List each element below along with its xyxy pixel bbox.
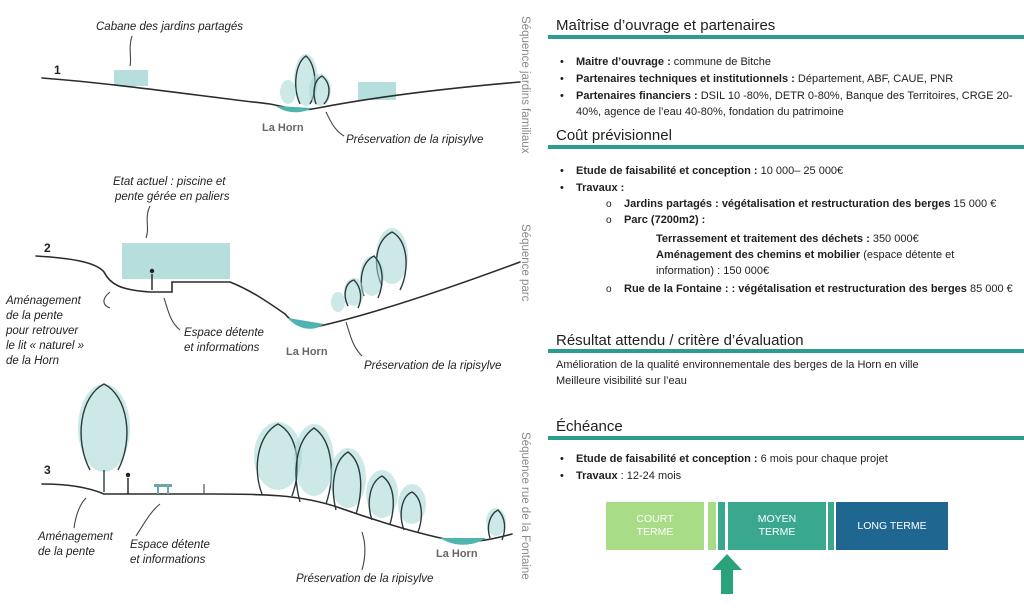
section-3-number: 3 <box>44 463 51 477</box>
vertical-label-1: Séquence jardins familiaux <box>519 16 531 154</box>
label-amenagement-2d: le lit « naturel » <box>6 340 84 352</box>
section-2: 2 Etat actuel : piscine et pente gérée e… <box>5 176 531 372</box>
section-divider-maitrise <box>548 35 1024 39</box>
timeline-long-terme: LONG TERME <box>836 502 948 550</box>
ground-line-2 <box>35 255 521 328</box>
river-label-2: La Horn <box>286 346 328 358</box>
label-cabane: Cabane des jardins partagés <box>96 21 243 33</box>
building-block <box>358 82 396 100</box>
cout-jardins: Jardins partagés : végétalisation et res… <box>624 198 997 210</box>
section-title-cout: Coût prévisionnel <box>556 127 672 144</box>
section-title-maitrise: Maîtrise d’ouvrage et partenaires <box>556 17 776 34</box>
river-2 <box>288 318 324 329</box>
label-ripisylve-3: Préservation de la ripisylve <box>296 573 433 585</box>
cout-etude: Etude de faisabilité et conception : 10 … <box>576 165 844 177</box>
label-amenagement-2a: Aménagement <box>5 295 82 307</box>
cout-chemins-cont: information) : 150 000€ <box>656 265 770 277</box>
vertical-label-3: Séquence rue de la Fontaine <box>519 432 531 580</box>
piscine-block <box>122 243 230 279</box>
cout-travaux: Travaux : <box>576 182 625 194</box>
label-etat-2: pente gérée en paliers <box>114 191 230 203</box>
maitre-ouvrage: Maitre d’ouvrage : commune de Bitche <box>576 56 772 68</box>
label-amenagement-2c: pour retrouver <box>5 325 79 337</box>
section-divider-echeance <box>548 436 1024 440</box>
vertical-label-2: Séquence parc <box>519 224 531 302</box>
river-3 <box>440 538 486 545</box>
cout-terrassement: Terrassement et traitement des déchets :… <box>656 233 919 245</box>
echeance-travaux: Travaux : 12-24 mois <box>576 470 682 482</box>
partenaires-techniques: Partenaires techniques et institutionnel… <box>576 73 954 85</box>
section-3: 3 Aménagement de la pente Espace détente… <box>37 383 531 585</box>
label-etat-1: Etat actuel : piscine et <box>113 176 226 188</box>
echeance-etude: Etude de faisabilité et conception : 6 m… <box>576 453 888 465</box>
resultat-line-1: Amélioration de la qualité environnement… <box>556 359 919 371</box>
label-amenagement-3a: Aménagement <box>37 531 114 543</box>
section-divider-cout <box>548 145 1024 149</box>
cout-parc: Parc (7200m2) : <box>624 214 706 226</box>
label-espace-2a: Espace détente <box>184 327 264 339</box>
cout-chemins: Aménagement des chemins et mobilier (esp… <box>656 249 955 261</box>
label-amenagement-3b: de la pente <box>38 546 95 558</box>
section-title-echeance: Échéance <box>556 418 623 435</box>
section-2-number: 2 <box>44 241 51 255</box>
partenaires-financiers: Partenaires financiers : DSIL 10 -80%, D… <box>576 90 1013 102</box>
river-1 <box>276 106 312 113</box>
cout-fontaine: Rue de la Fontaine : : végétalisation et… <box>624 283 1013 295</box>
label-espace-2b: et informations <box>184 342 260 354</box>
timeline-sep-3 <box>828 502 834 550</box>
river-label-3: La Horn <box>436 548 478 560</box>
label-ripisylve-2: Préservation de la ripisylve <box>364 360 501 372</box>
landscape-sections: 1 Cabane des jardins partagés La Horn Pr… <box>5 16 531 585</box>
arrow-cabane <box>129 35 133 67</box>
label-espace-3b: et informations <box>130 554 206 566</box>
section-1: 1 Cabane des jardins partagés La Horn Pr… <box>41 16 531 154</box>
timeline-sep-1 <box>708 502 716 550</box>
river-label-1: La Horn <box>262 122 304 134</box>
label-amenagement-2e: de la Horn <box>6 355 59 367</box>
label-amenagement-2b: de la pente <box>6 310 63 322</box>
cabane-block <box>114 70 148 86</box>
section-title-resultat: Résultat attendu / critère d’évaluation <box>556 332 804 349</box>
resultat-line-2: Meilleure visibilité sur l’eau <box>556 375 687 387</box>
arrow-ripisylve-1 <box>325 111 345 137</box>
section-divider-resultat <box>548 349 1024 353</box>
label-espace-3a: Espace détente <box>130 539 210 551</box>
up-arrow-icon <box>712 554 742 594</box>
section-1-number: 1 <box>54 63 61 77</box>
partenaires-financiers-cont: 40%, agence de l’eau 40-80%, fondation d… <box>576 106 844 118</box>
label-ripisylve-1: Préservation de la ripisylve <box>346 134 483 146</box>
timeline-sep-2 <box>718 502 725 550</box>
